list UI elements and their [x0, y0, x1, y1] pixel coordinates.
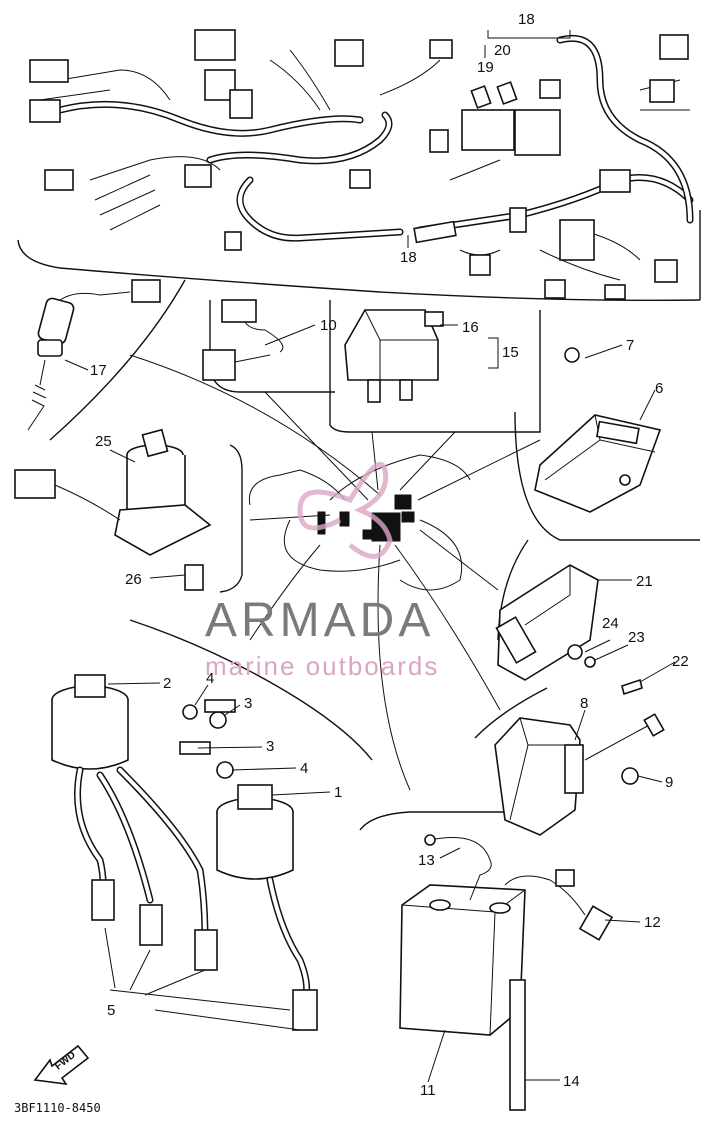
callout-3-lower: 3: [266, 738, 274, 755]
callout-2: 2: [163, 675, 171, 692]
callout-26: 26: [125, 571, 142, 588]
callout-15: 15: [502, 344, 519, 361]
callout-7: 7: [626, 337, 634, 354]
callout-17: 17: [90, 362, 107, 379]
main-wiring-harness: [29, 29, 694, 300]
igniter-unit: [534, 347, 662, 513]
starter-relay: [344, 309, 444, 403]
callout-23: 23: [628, 629, 645, 646]
callout-13: 13: [418, 852, 435, 869]
callout-19: 19: [477, 59, 494, 76]
relay-sub-harness: [202, 299, 284, 381]
rectifier-regulator: [495, 564, 643, 696]
callout-18-top: 18: [518, 11, 535, 28]
callout-4-upper: 4: [206, 670, 214, 687]
callout-24: 24: [602, 615, 619, 632]
callout-6: 6: [655, 380, 663, 397]
starter-switch: [27, 279, 161, 431]
component-8: [494, 713, 665, 836]
callout-4-lower: 4: [300, 760, 308, 777]
watermark-logo-icon: [297, 461, 393, 559]
callout-14: 14: [563, 1073, 580, 1090]
center-hub: [248, 454, 471, 591]
callout-10: 10: [320, 317, 337, 334]
callout-11: 11: [420, 1082, 436, 1099]
callout-18-bottom: 18: [400, 249, 417, 266]
callout-labels: 18 20 19 18 10 16 15 17 7 6 25 26 21 24 …: [90, 11, 689, 1099]
callout-3-upper: 3: [244, 695, 252, 712]
watermark-tagline: marine outboards: [205, 651, 439, 681]
group-boundaries: [17, 210, 701, 831]
callout-21: 21: [636, 573, 653, 590]
callout-leaders: [64, 30, 676, 1083]
part-code: 3BF1110-8450: [14, 1101, 101, 1115]
callout-12: 12: [644, 914, 661, 931]
callout-1: 1: [334, 784, 342, 801]
callout-16: 16: [462, 319, 479, 336]
callout-20: 20: [494, 42, 511, 59]
callout-9: 9: [665, 774, 673, 791]
callout-25: 25: [95, 433, 112, 450]
callout-22: 22: [672, 653, 689, 670]
callout-5: 5: [107, 1002, 115, 1019]
ignition-coils: [51, 674, 318, 1031]
watermark: ARMADA marine outboards: [205, 461, 439, 681]
main-switch: [14, 428, 212, 591]
battery-assembly: [399, 834, 614, 1111]
callout-8: 8: [580, 695, 588, 712]
watermark-brand: ARMADA: [205, 594, 434, 647]
forward-arrow: FWD: [33, 1044, 90, 1086]
